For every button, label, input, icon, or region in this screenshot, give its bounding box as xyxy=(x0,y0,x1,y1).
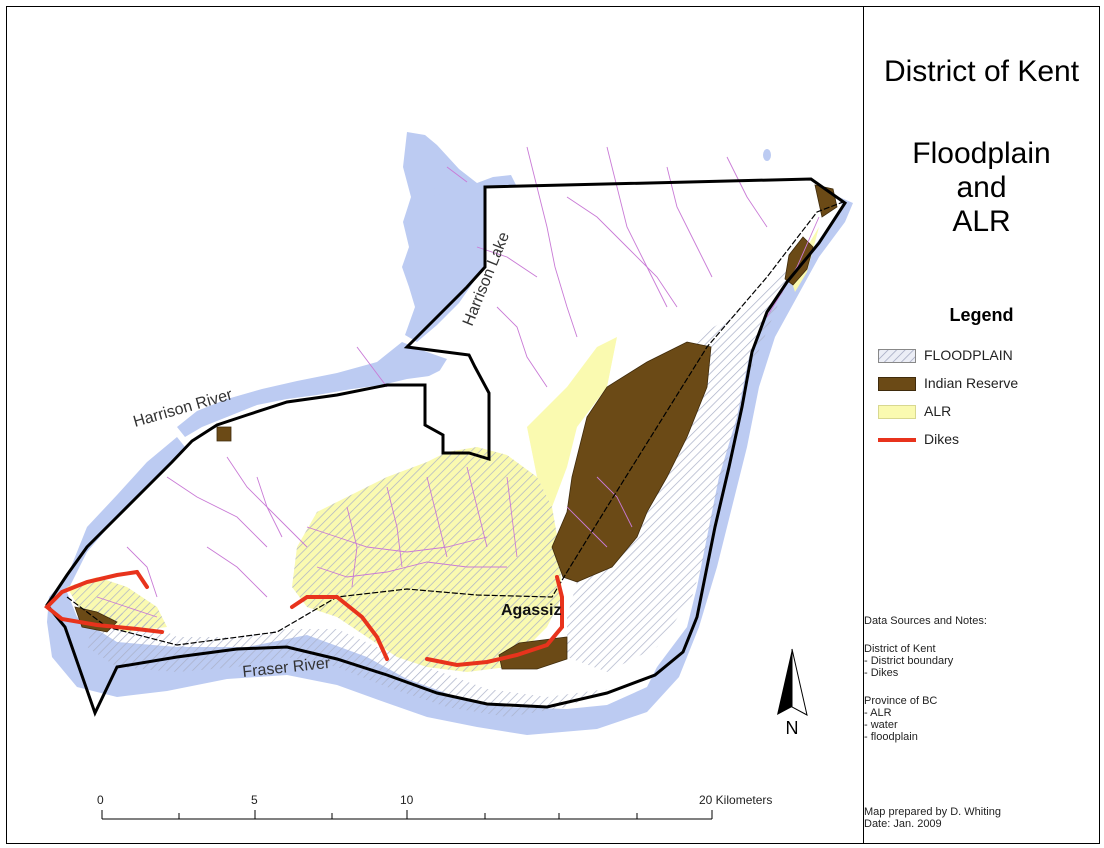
indian-reserve-swatch xyxy=(878,377,916,391)
legend-label-floodplain: FLOODPLAIN xyxy=(924,347,1013,363)
scale-tick-0: 0 xyxy=(97,793,104,807)
floodplain-swatch xyxy=(878,349,916,363)
streams xyxy=(96,146,820,618)
map-area[interactable]: Harrison Lake Harrison River Fraser Rive… xyxy=(7,7,864,843)
alr-swatch xyxy=(878,405,916,419)
dikes xyxy=(44,570,564,668)
dikes-swatch xyxy=(878,438,916,442)
notes-prepared-by: Map prepared by D. Whiting xyxy=(864,806,1001,818)
agassiz-label: Agassiz xyxy=(501,602,561,619)
notes-kent-item: - Dikes xyxy=(864,667,899,679)
notes-bc-item: - water xyxy=(864,719,898,731)
title-line-3: and xyxy=(956,171,1007,204)
notes-bc-heading: Province of BC xyxy=(864,695,938,707)
notes-bc-item: - ALR xyxy=(864,707,892,719)
harrison-lake-water xyxy=(402,132,519,342)
scale-tick-5: 5 xyxy=(251,793,258,807)
north-arrow-icon xyxy=(777,649,792,715)
railway-line xyxy=(66,201,844,646)
scale-tick-20-km: 20 Kilometers xyxy=(699,793,772,807)
notes-date: Date: Jan. 2009 xyxy=(864,818,942,830)
notes-kent-heading: District of Kent xyxy=(864,643,936,655)
legend-title: Legend xyxy=(949,305,1014,325)
notes-heading: Data Sources and Notes: xyxy=(864,615,987,627)
legend-label-dikes: Dikes xyxy=(924,431,960,447)
scale-tick-10: 10 xyxy=(400,793,414,807)
north-arrow-label: N xyxy=(786,718,799,738)
north-arrow: N xyxy=(777,648,808,738)
title-line-2: Floodplain xyxy=(912,137,1051,170)
side-panel: District of Kent Floodplain and ALR Lege… xyxy=(864,7,1099,843)
map-canvas[interactable]: Harrison Lake Harrison River Fraser Rive… xyxy=(7,7,863,843)
scale-bar: 0 5 10 20 Kilometers xyxy=(97,793,772,820)
title-line-1: District of Kent xyxy=(883,55,1080,88)
notes-bc-item: - floodplain xyxy=(864,731,918,743)
notes-kent-item: - District boundary xyxy=(864,655,954,667)
map-frame: Harrison Lake Harrison River Fraser Rive… xyxy=(6,6,1100,844)
legend-label-indian-reserve: Indian Reserve xyxy=(924,375,1019,391)
title-line-4: ALR xyxy=(952,205,1011,238)
legend-label-alr: ALR xyxy=(924,403,952,419)
fraser-river-water xyxy=(47,197,853,735)
